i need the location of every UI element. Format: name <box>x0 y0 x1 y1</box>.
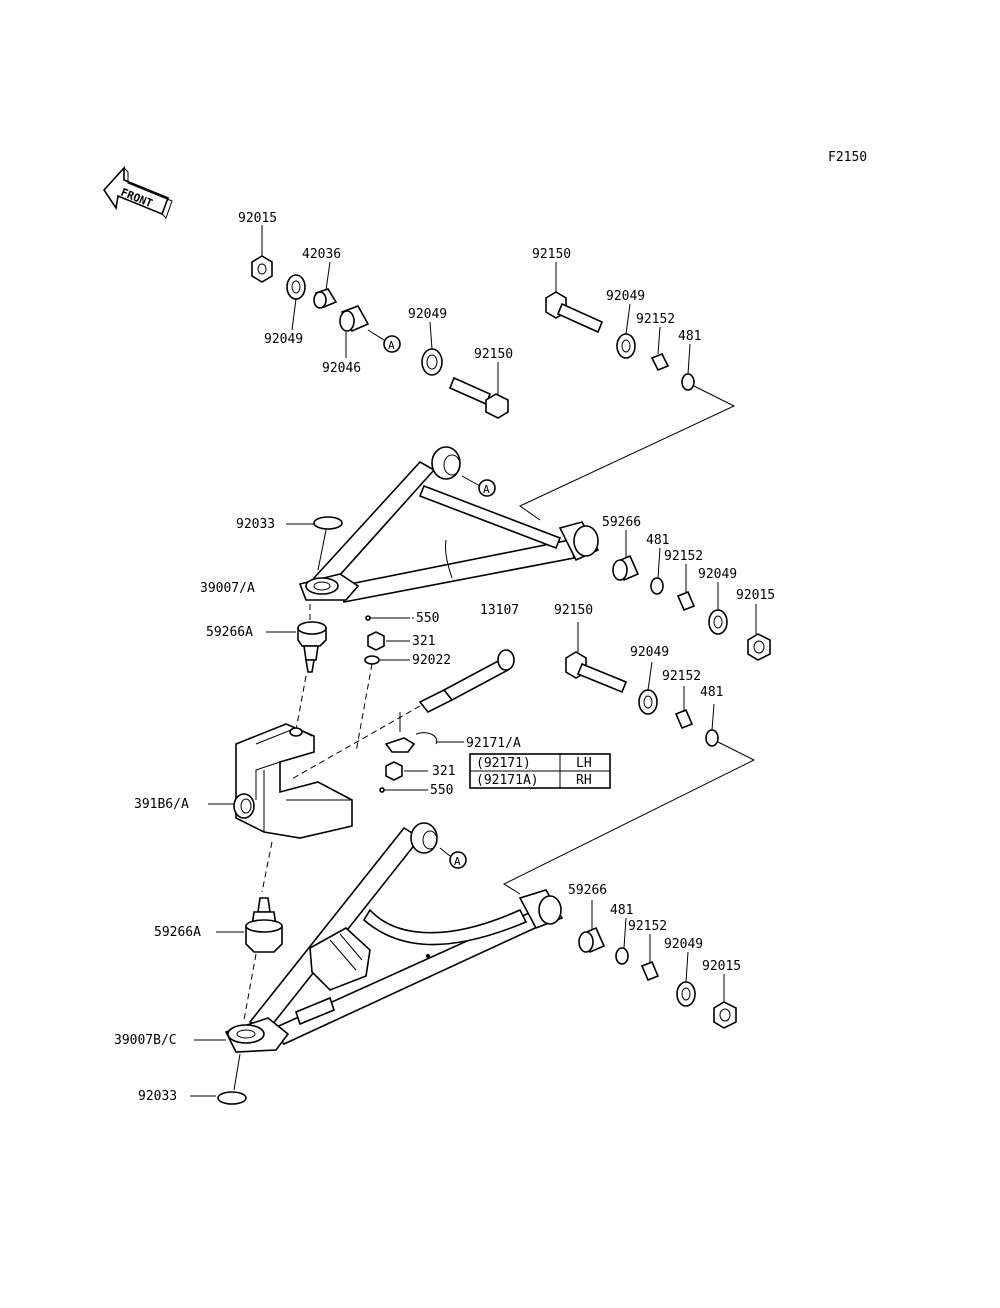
ref-a-upper: A <box>483 483 490 496</box>
label-seal-right: 481 <box>678 329 701 344</box>
spacer-right-icon <box>650 352 670 372</box>
label-pin-upper: 550 <box>416 611 439 626</box>
label-balljoint-upper: 59266A <box>206 625 253 640</box>
label-washer-lower: 92049 <box>630 645 669 660</box>
ref-a-top-icon: A <box>367 329 401 353</box>
side-table-part-2: (92171A) <box>476 773 539 788</box>
nut-lower-icon <box>385 761 403 781</box>
label-upper-arm: 39007/A <box>200 581 255 596</box>
side-table-part-1: (92171) <box>476 756 531 771</box>
washer-top-icon <box>286 274 306 300</box>
nut-lower-arm-icon <box>713 1001 737 1029</box>
label-knuckle: 391B6/A <box>134 797 189 812</box>
label-seal-upper-arm: 481 <box>646 533 669 548</box>
balljoint-lower-icon <box>245 897 283 953</box>
label-washer-upper-arm: 92049 <box>698 567 737 582</box>
label-pin-lower: 550 <box>430 783 453 798</box>
label-nut-lower: 321 <box>432 764 455 779</box>
ref-a-lower-icon: A <box>439 847 467 869</box>
label-bushing-upper-arm: 59266 <box>602 515 641 530</box>
label-clip-spindle: 92171/A <box>466 736 521 751</box>
seal-lower-arm-icon <box>615 947 629 965</box>
label-nut-lower-arm: 92015 <box>702 959 741 974</box>
knuckle-icon <box>233 723 353 839</box>
bushing-upper-arm-icon <box>612 554 640 582</box>
label-washer-top: 92049 <box>264 332 303 347</box>
side-table-side-2: RH <box>576 773 592 788</box>
spacer-lower-arm-icon <box>640 960 660 982</box>
seal-lower-icon <box>705 729 719 747</box>
label-bolt-lower: 92150 <box>554 603 593 618</box>
label-nut-upper: 321 <box>412 634 435 649</box>
washer-right-icon <box>616 333 636 359</box>
label-spacer-right: 92152 <box>636 312 675 327</box>
label-bushing-top: 42036 <box>302 247 341 262</box>
bolt-lower-icon <box>565 651 628 694</box>
label-washer-right: 92049 <box>606 289 645 304</box>
label-washer-upper: 92022 <box>412 653 451 668</box>
spacer-upper-arm-icon <box>676 590 696 612</box>
bushing-top-icon <box>313 288 338 309</box>
label-spindle: 13107 <box>480 603 519 618</box>
spacer-lower-icon <box>674 708 694 730</box>
ref-a-upper-icon: A <box>461 475 496 497</box>
ref-a-top: A <box>388 339 395 352</box>
lower-a-arm <box>224 822 564 1053</box>
side-table-side-1: LH <box>576 756 592 771</box>
pin-upper-icon <box>365 615 410 621</box>
circlip-upper-icon <box>313 516 343 530</box>
bushing-lower-arm-icon <box>578 926 606 954</box>
figure-id: F2150 <box>828 150 867 165</box>
label-circlip-lower: 92033 <box>138 1089 177 1104</box>
washer-mid-icon <box>421 348 443 376</box>
label-bushing-lower-arm: 59266 <box>568 883 607 898</box>
bolt-right-icon <box>545 291 604 334</box>
bushing-inner-icon <box>339 305 370 333</box>
label-circlip-upper: 92033 <box>236 517 275 532</box>
front-arrow-icon: FRONT <box>102 165 173 219</box>
label-washer-mid: 92049 <box>408 307 447 322</box>
label-spacer-lower: 92152 <box>662 669 701 684</box>
seal-upper-arm-icon <box>650 577 664 595</box>
label-seal-lower: 481 <box>700 685 723 700</box>
washer-upper-arm-icon <box>708 609 728 635</box>
side-table: (92171) LH (92171A) RH <box>469 753 611 789</box>
label-bolt-left: 92150 <box>474 347 513 362</box>
label-lower-arm: 39007B/C <box>114 1033 177 1048</box>
washer-lower-icon <box>638 689 658 715</box>
clip-spindle-icon <box>384 732 438 753</box>
label-bolt-right: 92150 <box>532 247 571 262</box>
label-bushing-inner: 92046 <box>322 361 361 376</box>
circlip-lower-icon <box>217 1091 247 1105</box>
ref-a-lower: A <box>454 855 461 868</box>
nut-upper-icon <box>367 631 385 651</box>
label-nut-upper-arm: 92015 <box>736 588 775 603</box>
nut-top-icon <box>251 255 273 283</box>
label-seal-lower-arm: 481 <box>610 903 633 918</box>
pin-lower-icon <box>379 787 418 793</box>
seal-right-icon <box>681 373 695 391</box>
washer-lower-arm-icon <box>676 981 696 1007</box>
washer-upper-icon <box>364 655 380 665</box>
upper-a-arm <box>298 446 600 603</box>
balljoint-upper-icon <box>297 621 327 673</box>
label-washer-lower-arm: 92049 <box>664 937 703 952</box>
spindle-icon <box>418 649 515 714</box>
label-nut-top: 92015 <box>238 211 277 226</box>
nut-upper-arm-icon <box>747 633 771 661</box>
bolt-left-icon <box>448 376 509 419</box>
label-balljoint-lower: 59266A <box>154 925 201 940</box>
label-spacer-lower-arm: 92152 <box>628 919 667 934</box>
label-spacer-upper-arm: 92152 <box>664 549 703 564</box>
